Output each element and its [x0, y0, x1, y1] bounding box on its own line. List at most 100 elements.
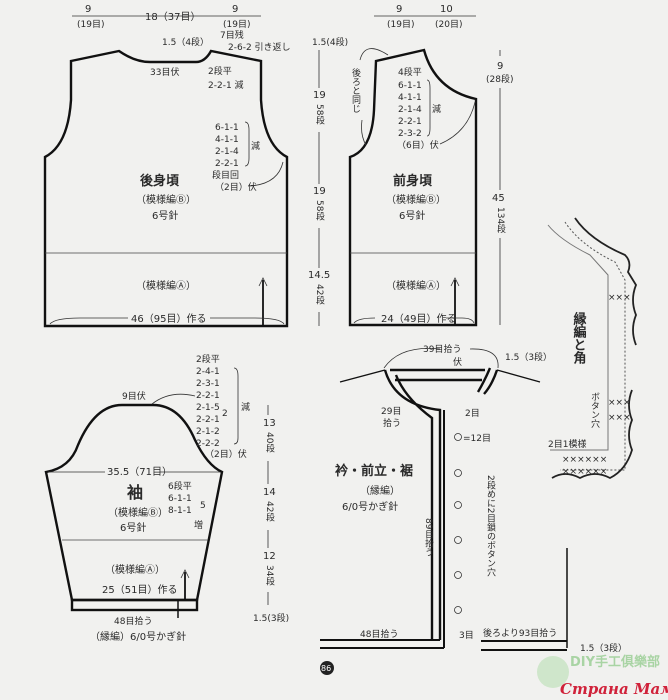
sleeve-inc-1: 6-1-1 — [168, 494, 192, 504]
svg-text:×××: ××× — [608, 398, 631, 408]
front-neck-dec-0: 4段平 — [398, 66, 422, 78]
sleeve-cap-dec-4: 2-1-5 — [196, 403, 220, 413]
sleeve-band-pattern: （模様編Ⓐ） — [105, 563, 165, 576]
front-band-pattern: （模様編Ⓐ） — [386, 279, 446, 292]
front-same-as-back: 後ろと同じ — [350, 67, 361, 113]
back-armhole-bind-0: 段目回 — [212, 169, 239, 181]
edging-title: 衿・前立・裾 — [335, 463, 413, 479]
front-top-left-stitches: (19目) — [387, 19, 414, 30]
sleeve-cap-dec-3: 2-2-1 — [196, 391, 220, 401]
edging-buttonhole-spacing: =12目 — [463, 433, 491, 444]
corner-title: 縁編と角 — [571, 311, 587, 365]
front-neck-dec-label: 減 — [432, 103, 441, 115]
corner-repeat: 2目1模様 — [548, 438, 586, 450]
sleeve-cap-dec-times: 2 — [222, 409, 228, 419]
page-number: 86 — [321, 664, 331, 673]
back-top-mid: 18（37目） — [145, 11, 200, 23]
edging-neck-pickup: 39目拾う — [423, 343, 461, 355]
front-side-dim-1-cm: 45 — [492, 193, 505, 204]
sleeve-underarm-bind: （2目）伏 — [205, 448, 247, 460]
sleeve-title: 袖 — [127, 483, 143, 502]
sleeve-inc-0: 6段平 — [168, 480, 192, 492]
back-neck-dec-1: 2-2-1 減 — [208, 79, 244, 91]
svg-text:××××××: ×××××× — [562, 467, 607, 477]
back-band-pattern: （模様編Ⓐ） — [136, 279, 196, 292]
back-side-dim-3-cm: 14.5 — [308, 270, 330, 281]
front-neck-dec-3: 2-1-4 — [398, 105, 422, 115]
back-armhole-dec-label: 減 — [251, 140, 260, 152]
front-side-dim-0-rows: (28段) — [486, 73, 513, 85]
front-neck-dec-1: 6-1-1 — [398, 81, 422, 91]
back-armhole-dec-1: 4-1-1 — [215, 135, 239, 145]
edging-pattern: （縁編） — [360, 484, 400, 497]
sleeve-cap-dec-label: 減 — [241, 401, 250, 413]
sleeve-side-dim-1-rows: 42段 — [264, 501, 275, 522]
front-neck-dec-2: 4-1-1 — [398, 93, 422, 103]
edging-piece: 39目拾う 伏 1.5（3段） 29目 拾う 2目 =12目 衿・前立・裾 （縁… — [320, 343, 627, 654]
corner-stitches-top: ××× — [608, 293, 631, 303]
back-shoulder-rest: 7目残 — [220, 29, 244, 41]
back-neck-bind: 33目伏 — [150, 66, 179, 78]
sleeve-pickup: 48目拾う — [114, 615, 152, 627]
sleeve-cast-on: 25（51目）作る — [102, 584, 177, 596]
front-pattern: （模様編Ⓑ） — [386, 193, 446, 206]
back-side-dim-3-rows: 42段 — [314, 284, 325, 305]
back-side-dim-2-rows: 58段 — [314, 200, 325, 221]
page-number-badge — [320, 661, 334, 675]
sleeve-side-dim-2-rows: 34段 — [264, 565, 275, 586]
back-armhole-dec-3: 2-2-1 — [215, 159, 239, 169]
back-armhole-dec-0: 6-1-1 — [215, 123, 239, 133]
sleeve-piece: 9目伏 2段平 2-4-1 2-3-1 2-2-1 2-1-5 2-2-1 2-… — [44, 353, 289, 643]
back-armhole-bind-1: （2目）伏 — [215, 181, 257, 193]
sleeve-cap-dec-list: 2段平 2-4-1 2-3-1 2-2-1 2-1-5 2-2-1 2-1-2 … — [196, 353, 220, 449]
front-neck-dec-4: 2-2-1 — [398, 117, 422, 127]
front-needle: 6号針 — [399, 209, 425, 222]
sleeve-inc-times: 5 — [200, 501, 206, 511]
sleeve-needle: 6号針 — [120, 521, 146, 534]
edging-back-pickup: 後ろより93目拾う — [483, 627, 557, 639]
front-top-left-width: 9 — [396, 4, 402, 15]
back-neck-depth: 1.5（4段） — [162, 36, 209, 48]
sleeve-cap-bind: 9目伏 — [122, 390, 146, 402]
back-top-left-stitches: (19目) — [77, 19, 104, 30]
sleeve-cap-dec-1: 2-4-1 — [196, 367, 220, 377]
edging-front-pickup: 89目拾う — [423, 518, 434, 556]
back-neck-dec-0: 2段平 — [208, 65, 232, 77]
back-body-piece: 9 (19目) 18（37目） 9 (19目) 1.5（4段） 7目残 2-6-… — [43, 4, 348, 328]
front-top-right-width: 10 — [440, 4, 453, 15]
sleeve-inc-label: 増 — [194, 519, 203, 531]
back-needle: 6号針 — [152, 209, 178, 222]
front-side-dim-1-rows: 134段 — [495, 207, 506, 234]
back-side-dim-0: 1.5(4段) — [312, 36, 348, 48]
sleeve-cap-dec-6: 2-1-2 — [196, 427, 220, 437]
back-cast-on: 46（95目）作る — [131, 313, 206, 325]
edging-two-st: 2目 — [465, 408, 480, 419]
sleeve-inc-2: 8-1-1 — [168, 506, 192, 516]
back-title: 後身頃 — [140, 173, 180, 189]
back-top-right-width: 9 — [232, 4, 238, 15]
sleeve-outline — [44, 403, 224, 602]
corner-detail: ××× ××× ××× ×××××× ×××××× 縁編と角 ボタン穴 2目1模… — [547, 217, 638, 480]
front-title: 前身頃 — [393, 173, 433, 189]
edging-three-st: 3目 — [459, 630, 474, 641]
sleeve-cap-dec-7: 2-2-2 — [196, 439, 220, 449]
back-shoulder-short-rows: 2-6-2 引き返し — [228, 41, 291, 53]
sleeve-pattern: （模様編Ⓑ） — [108, 506, 168, 519]
svg-text:×××: ××× — [608, 413, 631, 423]
watermark-site: DIY手工俱樂部 — [570, 654, 660, 670]
edging-buttonhole-note: 2段めに2目鎖のボタン穴 — [485, 475, 496, 577]
edging-front-neck-pickup-0: 29目 — [381, 406, 401, 417]
sleeve-side-dim-0-rows: 40段 — [264, 432, 275, 453]
sleeve-side-dim-0-cm: 13 — [263, 418, 276, 429]
edging-depth: 1.5（3段） — [505, 351, 552, 363]
watermark-logo — [537, 656, 569, 688]
back-outline — [43, 49, 289, 328]
edging-hem-pickup: 48目拾う — [360, 628, 398, 640]
back-side-dim-1-cm: 19 — [313, 90, 326, 101]
front-neck-dec-5: 2-3-2 — [398, 129, 422, 139]
sleeve-width: 35.5（71目） — [107, 466, 172, 478]
front-neck-bind: （6目）伏 — [397, 139, 439, 151]
buttonholes — [454, 433, 462, 614]
